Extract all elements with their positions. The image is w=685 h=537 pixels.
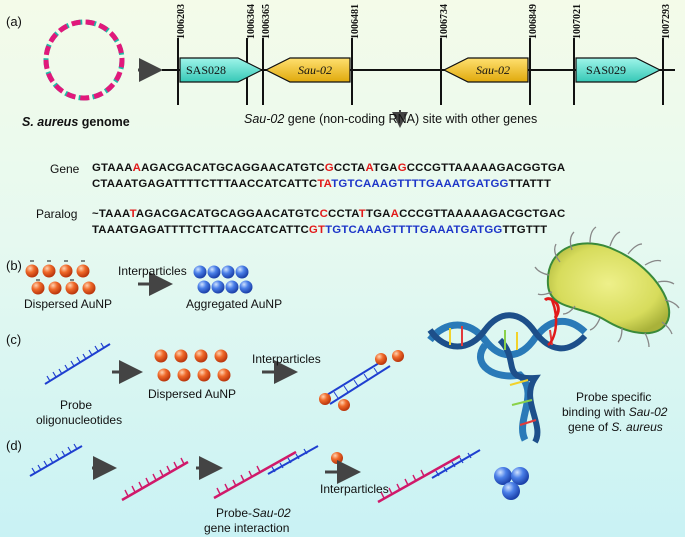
c-interparticles-label: Interparticles <box>252 352 321 366</box>
dna-double-helix <box>427 297 588 444</box>
coord-4: 1006481 <box>350 4 361 39</box>
coord-6: 1006849 <box>528 4 539 39</box>
bacterium-cell <box>534 226 680 348</box>
paralog-seq-2-segment: GT <box>308 224 326 236</box>
paralog-seq-1-segment: CCCGTTAAAAAGACGCTGAC <box>399 208 566 220</box>
aggregated-aunp-cluster-d <box>494 467 529 500</box>
genome-species: S. aureus <box>22 115 79 129</box>
single-aunp-d <box>331 452 343 464</box>
gene-seq-1-segment: CCTA <box>333 162 366 174</box>
paralog-seq-2-segment: TTGTTT <box>502 224 548 236</box>
paralog-sequence-line-2: TAAATGAGATTTTCTTTAACCATCATTCGTTGTCAAAGTT… <box>92 224 547 236</box>
site-caption: Sau-02 gene (non-coding RNA) site with o… <box>244 112 537 126</box>
paralog-seq-1-segment: AGACGACATGCAGGAACATGTC <box>135 208 320 220</box>
d-interaction-prefix: Probe- <box>216 506 253 520</box>
paralog-seq-1-segment: C <box>319 208 329 220</box>
b-aggregated-label: Aggregated AuNP <box>186 297 283 311</box>
target-gene-strand-d <box>121 457 189 502</box>
gene-box-sas029 <box>575 57 662 83</box>
binding-species: S. aureus <box>611 420 663 434</box>
gene-sequence-line-2: CTAAATGAGATTTTCTTTAACCATCATTCTATGTCAAAGT… <box>92 178 551 190</box>
site-caption-text: gene (non-coding RNA) site with other ge… <box>284 112 538 126</box>
gene-sequence-line-1: GTAAAAAGACGACATGCAGGAACATGTCGCCTAATGAGCC… <box>92 162 565 174</box>
panel-label-c: (c) <box>6 332 22 347</box>
gene-seq-2-segment: TA <box>317 178 332 190</box>
paralog-seq-1-segment: T <box>129 208 136 220</box>
probe-oligonucleotide-c <box>44 342 111 385</box>
plasmid-genome-icon <box>43 19 125 101</box>
panel-label-a: (a) <box>6 14 22 29</box>
dispersed-aunp-particles-b <box>25 264 96 295</box>
gene-name-sau02-b: Sau-02 <box>476 63 510 77</box>
binding-line-1: Probe specific <box>576 390 652 404</box>
gene-name-sas029: SAS029 <box>586 63 627 77</box>
genome-word: genome <box>78 115 130 129</box>
probe-aunp-complex-c <box>319 350 404 411</box>
gene-seq-label: Gene <box>50 162 80 176</box>
panel-label-d: (d) <box>6 438 22 453</box>
probe-target-hybrid-d <box>213 445 319 500</box>
gene-seq-1-segment: G <box>324 162 334 174</box>
gene-seq-2-segment: CTAAATGAGATTTTCTTTAACCATCATTC <box>92 178 318 190</box>
gene-seq-1-segment: CCCGTTAAAAAGACGGTGA <box>406 162 566 174</box>
dispersed-aunp-particles-c <box>154 349 231 382</box>
panel-label-b: (b) <box>6 258 22 273</box>
gene-seq-2-segment: TGTCAAAGTTTTGAAATGATGG <box>331 178 509 190</box>
gene-seq-1-segment: AGACGACATGCAGGAACATGTC <box>141 162 325 174</box>
gene-box-sas028 <box>179 57 264 83</box>
gene-seq-1-segment: A <box>132 162 142 174</box>
d-interaction-gene: Sau-02 <box>252 506 291 520</box>
paralog-seq-1-segment: CCTA <box>328 208 359 220</box>
d-interparticles-label: Interparticles <box>320 482 389 496</box>
gene-seq-1-segment: G <box>397 162 407 174</box>
gene-seq-1-segment: GTAAA <box>92 162 133 174</box>
paralog-seq-2-segment: TAAATGAGATTTTCTTTAACCATCATTC <box>92 224 309 236</box>
site-caption-gene: Sau-02 <box>244 112 285 126</box>
coord-7: 1007021 <box>572 4 583 39</box>
gene-name-sau02-a: Sau-02 <box>298 63 332 77</box>
coord-8: 1007293 <box>661 4 672 39</box>
binding-text-a: binding with <box>562 405 629 419</box>
charge-marks-b <box>30 260 85 281</box>
probe-oligonucleotide-d <box>29 443 83 477</box>
coord-3: 1006365 <box>261 4 272 39</box>
final-hybrid-d <box>377 449 481 504</box>
paralog-sequence-line-1: ~TAAATAGACGACATGCAGGAACATGTCCCCTATTGAACC… <box>92 208 565 220</box>
aggregated-aunp-particles <box>193 265 253 294</box>
gene-seq-1-segment: A <box>365 162 374 174</box>
binding-text-b: gene of <box>568 420 612 434</box>
gene-seq-2-segment: TTATTT <box>508 178 552 190</box>
b-interparticles-label: Interparticles <box>118 264 187 278</box>
binding-line-2: binding with Sau-02 <box>562 405 667 419</box>
paralog-seq-label: Paralog <box>36 207 78 221</box>
paralog-seq-1-segment: ~TAAA <box>92 208 130 220</box>
coord-5: 1006734 <box>439 4 450 39</box>
paralog-seq-2-segment: TGTCAAAGTTTTGAAATGATGG <box>325 224 503 236</box>
genome-label: S. aureus genome <box>22 115 130 129</box>
c-dispersed-label: Dispersed AuNP <box>148 387 237 401</box>
gene-name-sas028: SAS028 <box>186 63 227 77</box>
b-dispersed-label: Dispersed AuNP <box>24 297 113 311</box>
gene-box-sau02-b <box>442 57 529 83</box>
d-interaction-line-2: gene interaction <box>204 521 290 535</box>
coord-1: 1006203 <box>176 4 187 39</box>
binding-line-3: gene of S. aureus <box>568 420 663 434</box>
coord-2: 1006364 <box>246 4 257 39</box>
paralog-seq-1-segment: TGA <box>365 208 391 220</box>
paralog-seq-1-segment: T <box>358 208 366 220</box>
gene-box-sau02-a <box>264 57 351 83</box>
c-oligo-label: oligonucleotides <box>36 413 123 427</box>
gene-seq-1-segment: TGA <box>373 162 398 174</box>
binding-gene: Sau-02 <box>628 405 668 419</box>
paralog-seq-1-segment: A <box>390 208 400 220</box>
c-probe-label: Probe <box>60 398 93 412</box>
d-interaction-line-1: Probe-Sau-02 <box>216 506 291 520</box>
